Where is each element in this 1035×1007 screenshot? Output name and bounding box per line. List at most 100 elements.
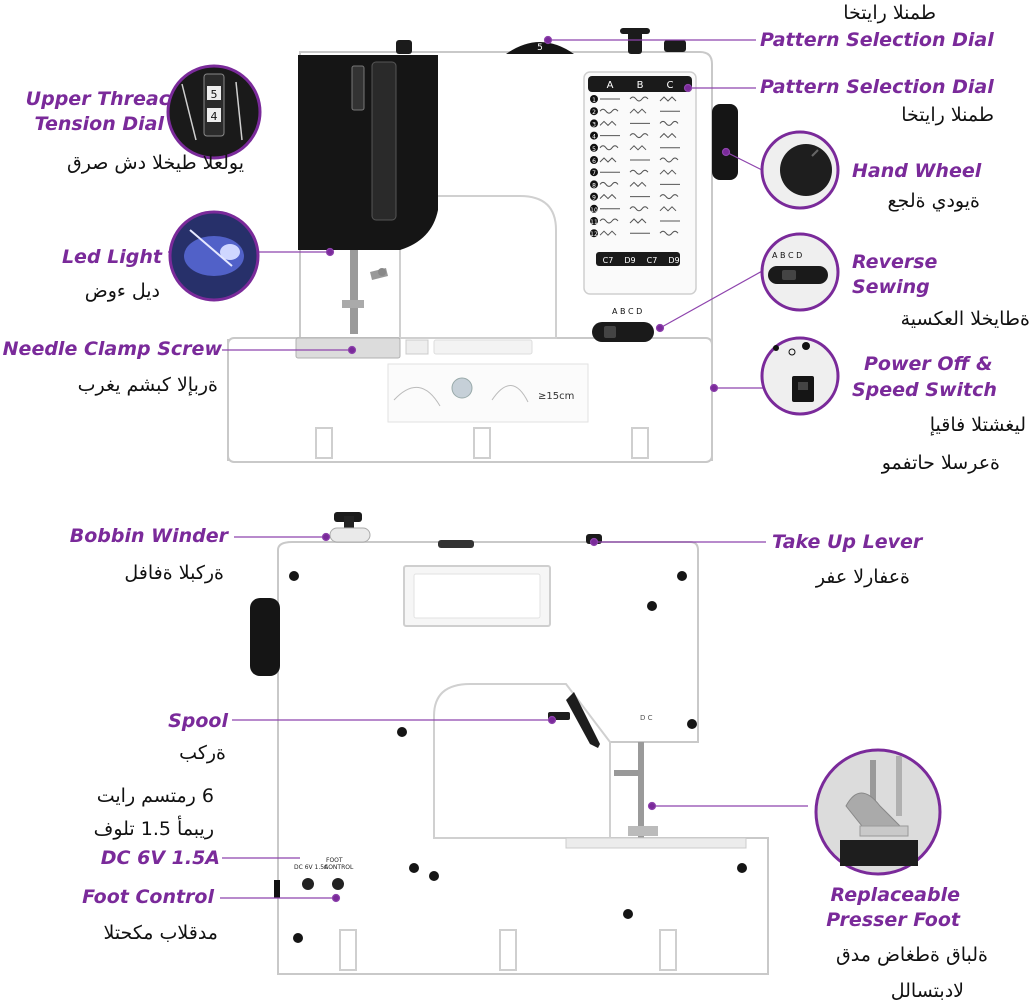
panel-code: D9	[668, 256, 679, 265]
needle-bar	[350, 250, 358, 334]
led-light-ar: ديل ءوض	[84, 280, 160, 302]
pattern-panel	[583, 71, 697, 295]
presser-label-1: Replaceable	[830, 884, 960, 906]
pattern-row: 5	[590, 143, 680, 153]
svg-text:10: 10	[590, 207, 598, 214]
upper-tension-label-1: Upper Threac	[25, 88, 170, 110]
pattern-row: 7	[590, 168, 677, 177]
svg-text:2: 2	[592, 109, 596, 116]
spool-ar: ةركب	[179, 742, 226, 764]
top-pattern-dial	[506, 42, 574, 54]
svg-text:D C: D C	[640, 714, 653, 722]
power-ar-2: ةعرسلا حاتفمو	[881, 452, 1000, 474]
front-hand-wheel	[712, 104, 738, 180]
top-dial-number: 5	[537, 43, 543, 53]
needle-clamp-label: Needle Clamp Screw	[2, 338, 222, 360]
svg-text:FOOT: FOOT	[326, 857, 343, 864]
pattern-row: 8	[590, 180, 680, 189]
power-ar-1: ليغشتلا فاقيإ	[929, 414, 1026, 436]
take-up-lever-label: Take Up Lever	[772, 531, 923, 553]
reverse-ar: ةطايخلا العكسية	[900, 308, 1030, 330]
presser-label-2: Presser Foot	[826, 909, 960, 931]
back-machine: D C DC 6V 1.5A FOOT CONTROL	[250, 512, 769, 975]
dc-port	[302, 878, 314, 890]
svg-text:12: 12	[590, 231, 598, 238]
svg-text:9: 9	[592, 195, 596, 202]
pattern-row: 10	[590, 204, 677, 214]
presser-ar-2: لادبتسالل	[890, 980, 964, 1002]
back-screws	[289, 571, 747, 943]
upper-tension-label-2: Tension Dial	[34, 113, 164, 135]
pattern-dial-right-ar: طمنلا رايتخا	[901, 104, 994, 126]
pattern-dial-top-label: Pattern Selection Dial	[760, 29, 994, 51]
hand-wheel-ar: ةيودي ةلجع	[887, 190, 980, 212]
foot-control-port	[332, 878, 344, 890]
svg-text:DC 6V 1.5A: DC 6V 1.5A	[294, 864, 329, 871]
panel-column-B: B	[637, 80, 644, 91]
svg-text:4: 4	[592, 134, 596, 141]
panel-code: D9	[624, 256, 635, 265]
upper-tension-ar: يولعلا طيخلا دش صرق	[67, 152, 244, 174]
callout-power	[760, 336, 840, 416]
svg-text:4: 4	[211, 110, 218, 123]
front-black-head	[298, 55, 438, 250]
back-arch	[433, 683, 611, 839]
callout-presser	[814, 748, 942, 876]
needle-clamp-ar: ةربإلا كبشم يغرب	[77, 374, 218, 396]
spool-label: Spool	[168, 710, 228, 732]
back-hand-wheel	[250, 598, 280, 676]
panel-column-A: A	[607, 80, 614, 91]
callout-tension: 5 4	[166, 64, 262, 160]
presser-ar-1: ةلباق ةطغاض مدق	[836, 944, 988, 966]
power-label-1: Power Off &	[864, 353, 993, 375]
callout-reverse: A B C D	[760, 232, 840, 312]
thread-slot	[371, 61, 397, 221]
pattern-row: 11	[590, 217, 680, 226]
pattern-row: 6	[590, 156, 679, 165]
svg-text:6: 6	[592, 158, 596, 165]
hand-wheel-label: Hand Wheel	[852, 160, 982, 182]
callout-hand-wheel	[760, 130, 840, 210]
dc-ar-2: ريبمأ 1.5 تلوف	[93, 818, 214, 840]
pattern-row: 9	[590, 192, 679, 202]
svg-text:7: 7	[592, 170, 596, 177]
reverse-label-1: Reverse	[852, 251, 938, 273]
dc-label: DC 6V 1.5A	[100, 847, 220, 869]
foot-control-label: Foot Control	[82, 886, 214, 908]
reverse-lever	[592, 322, 654, 342]
dc-ar-1: 6 رمتسم رايت	[96, 785, 214, 807]
bobbin-winder-label: Bobbin Winder	[69, 525, 228, 547]
reverse-positions-small: A B C D	[612, 307, 642, 316]
svg-text:A B C D: A B C D	[772, 251, 802, 260]
pattern-dial-top-ar: طمنلا رايتخا	[843, 2, 936, 24]
panel-code: C7	[603, 256, 614, 265]
svg-text:8: 8	[592, 182, 596, 189]
needle-plate	[295, 337, 401, 359]
panel-column-C: C	[667, 80, 674, 91]
pattern-row: 3	[590, 119, 679, 128]
pattern-dial-right-label: Pattern Selection Dial	[760, 76, 994, 98]
bobbin-winder-ar: ةركبلا ةفافل	[124, 562, 224, 584]
panel-codes: C7 D9 C7 D9	[603, 256, 680, 265]
svg-text:5: 5	[211, 88, 218, 101]
foot-control-ar: مدقلاب مكحتلا	[103, 922, 218, 944]
pattern-row: 1	[590, 95, 677, 104]
callout-led	[168, 210, 260, 302]
pattern-row: 4	[590, 131, 677, 141]
take-up-lever-ar: ةعفارلا عفر	[815, 566, 910, 588]
pattern-row: 12	[590, 229, 679, 238]
led-light-label: Led Light	[61, 246, 162, 268]
front-led-button	[451, 377, 473, 399]
pattern-row: 2	[590, 107, 680, 116]
back-spool-lever	[566, 692, 600, 748]
svg-text:1: 1	[592, 97, 596, 104]
panel-code: C7	[647, 256, 658, 265]
svg-text:≥15cm: ≥15cm	[538, 391, 574, 402]
svg-text:5: 5	[592, 146, 596, 153]
svg-text:3: 3	[592, 121, 596, 128]
panel-columns: A B C	[607, 80, 674, 91]
svg-text:11: 11	[590, 219, 598, 226]
